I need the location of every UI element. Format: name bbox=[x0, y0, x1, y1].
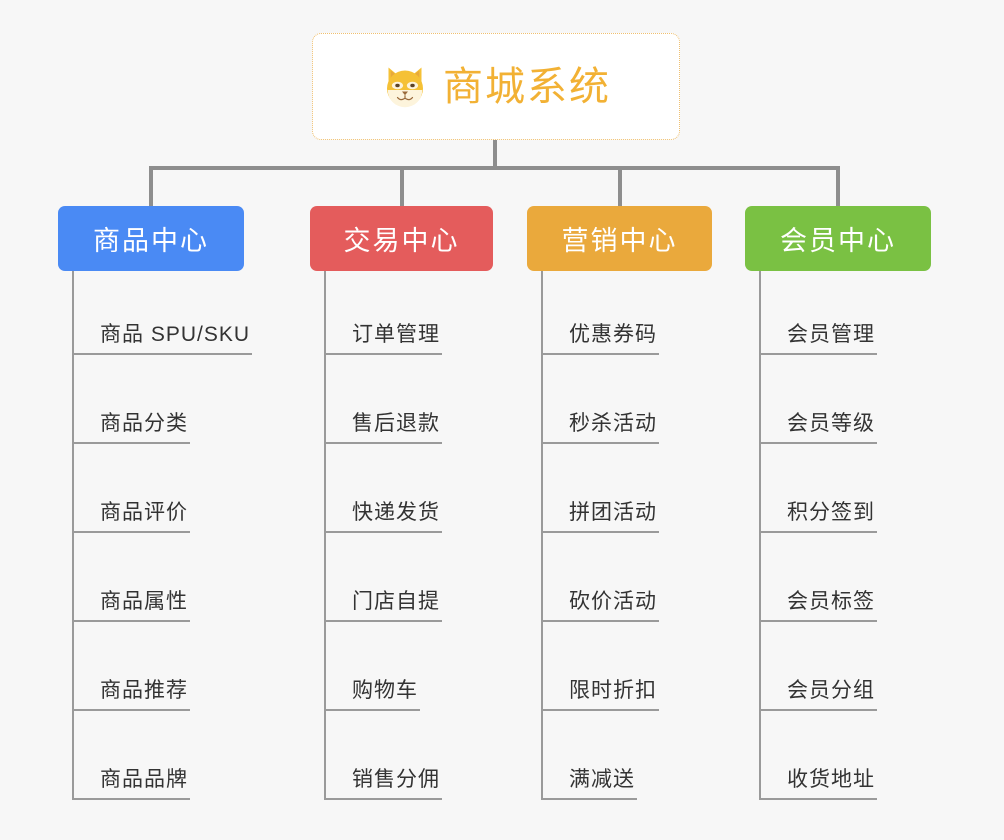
leaf-label: 会员标签 bbox=[787, 590, 875, 613]
leaf-item[interactable]: 订单管理 bbox=[324, 271, 493, 355]
leaf-label: 砍价活动 bbox=[569, 590, 657, 613]
leaf-underline bbox=[541, 620, 659, 622]
leaf-item[interactable]: 拼团活动 bbox=[541, 444, 712, 533]
leaf-underline bbox=[72, 709, 190, 711]
leaf-label: 收货地址 bbox=[787, 768, 875, 791]
branch-column-3: 营销中心 优惠券码 秒杀活动 拼团活动 砍价活动 限时折扣 满减送 bbox=[527, 206, 712, 800]
leaf-label: 订单管理 bbox=[352, 323, 440, 346]
leaf-label: 售后退款 bbox=[352, 412, 440, 435]
branch-column-1: 商品中心 商品 SPU/SKU 商品分类 商品评价 商品属性 商品推荐 商品品牌 bbox=[58, 206, 252, 800]
leaf-underline bbox=[324, 709, 420, 711]
leaf-item[interactable]: 商品推荐 bbox=[72, 622, 244, 711]
leaf-underline bbox=[541, 353, 659, 355]
leaf-item[interactable]: 商品评价 bbox=[72, 444, 244, 533]
root-title: 商城系统 bbox=[443, 64, 611, 109]
branch-header-3[interactable]: 营销中心 bbox=[527, 206, 712, 271]
leaf-item[interactable]: 商品品牌 bbox=[72, 711, 244, 800]
leaf-underline bbox=[72, 531, 190, 533]
connector-horizontal-bar bbox=[149, 166, 839, 170]
leaf-label: 秒杀活动 bbox=[569, 412, 657, 435]
leaf-item[interactable]: 商品分类 bbox=[72, 355, 244, 444]
connector-root-stem bbox=[493, 140, 497, 168]
root-node[interactable]: 商城系统 bbox=[312, 33, 680, 140]
branch-items-3: 优惠券码 秒杀活动 拼团活动 砍价活动 限时折扣 满减送 bbox=[541, 271, 712, 800]
leaf-underline bbox=[541, 442, 659, 444]
branch-items-1: 商品 SPU/SKU 商品分类 商品评价 商品属性 商品推荐 商品品牌 bbox=[72, 271, 252, 800]
leaf-label: 会员管理 bbox=[787, 323, 875, 346]
leaf-underline bbox=[324, 798, 442, 800]
leaf-item[interactable]: 快递发货 bbox=[324, 444, 493, 533]
leaf-label: 拼团活动 bbox=[569, 501, 657, 524]
leaf-underline bbox=[324, 531, 442, 533]
leaf-label: 积分签到 bbox=[787, 501, 875, 524]
branch-header-4[interactable]: 会员中心 bbox=[745, 206, 931, 271]
connector-drop-3 bbox=[618, 166, 622, 206]
connector-drop-4 bbox=[836, 166, 840, 206]
leaf-underline bbox=[324, 620, 442, 622]
leaf-item[interactable]: 收货地址 bbox=[759, 711, 931, 800]
leaf-label: 快递发货 bbox=[352, 501, 440, 524]
leaf-underline bbox=[541, 709, 659, 711]
leaf-label: 商品 SPU/SKU bbox=[100, 323, 251, 346]
leaf-item[interactable]: 满减送 bbox=[541, 711, 712, 800]
branch-items-4: 会员管理 会员等级 积分签到 会员标签 会员分组 收货地址 bbox=[759, 271, 931, 800]
leaf-label: 销售分佣 bbox=[352, 768, 440, 791]
leaf-label: 满减送 bbox=[569, 768, 635, 791]
leaf-item[interactable]: 会员分组 bbox=[759, 622, 931, 711]
leaf-underline bbox=[541, 798, 637, 800]
leaf-underline bbox=[72, 620, 190, 622]
leaf-underline bbox=[324, 353, 442, 355]
branch-column-4: 会员中心 会员管理 会员等级 积分签到 会员标签 会员分组 收货地址 bbox=[745, 206, 931, 800]
branch-column-2: 交易中心 订单管理 售后退款 快递发货 门店自提 购物车 销售分佣 bbox=[310, 206, 493, 800]
branch-header-1[interactable]: 商品中心 bbox=[58, 206, 244, 271]
leaf-underline bbox=[324, 442, 442, 444]
leaf-label: 商品分类 bbox=[100, 412, 188, 435]
leaf-label: 限时折扣 bbox=[569, 679, 657, 702]
leaf-underline bbox=[72, 353, 252, 355]
connector-drop-2 bbox=[400, 166, 404, 206]
leaf-underline bbox=[759, 531, 877, 533]
leaf-label: 商品属性 bbox=[100, 590, 188, 613]
branch-items-2: 订单管理 售后退款 快递发货 门店自提 购物车 销售分佣 bbox=[324, 271, 493, 800]
leaf-label: 优惠券码 bbox=[569, 323, 657, 346]
leaf-label: 商品推荐 bbox=[100, 679, 188, 702]
leaf-label: 会员分组 bbox=[787, 679, 875, 702]
leaf-underline bbox=[759, 709, 877, 711]
leaf-underline bbox=[759, 353, 877, 355]
leaf-underline bbox=[72, 798, 190, 800]
leaf-label: 购物车 bbox=[352, 679, 418, 702]
leaf-item[interactable]: 积分签到 bbox=[759, 444, 931, 533]
leaf-item[interactable]: 砍价活动 bbox=[541, 533, 712, 622]
leaf-label: 商品品牌 bbox=[100, 768, 188, 791]
leaf-item[interactable]: 商品属性 bbox=[72, 533, 244, 622]
branch-header-2[interactable]: 交易中心 bbox=[310, 206, 493, 271]
leaf-item[interactable]: 售后退款 bbox=[324, 355, 493, 444]
leaf-label: 门店自提 bbox=[352, 590, 440, 613]
leaf-label: 会员等级 bbox=[787, 412, 875, 435]
leaf-item[interactable]: 门店自提 bbox=[324, 533, 493, 622]
leaf-underline bbox=[759, 620, 877, 622]
leaf-item[interactable]: 会员标签 bbox=[759, 533, 931, 622]
leaf-underline bbox=[72, 442, 190, 444]
leaf-item[interactable]: 销售分佣 bbox=[324, 711, 493, 800]
leaf-item[interactable]: 秒杀活动 bbox=[541, 355, 712, 444]
connector-drop-1 bbox=[149, 166, 153, 206]
leaf-underline bbox=[541, 531, 659, 533]
leaf-item[interactable]: 会员管理 bbox=[759, 271, 931, 355]
leaf-item[interactable]: 商品 SPU/SKU bbox=[72, 271, 252, 355]
leaf-item[interactable]: 会员等级 bbox=[759, 355, 931, 444]
leaf-item[interactable]: 优惠券码 bbox=[541, 271, 712, 355]
leaf-item[interactable]: 购物车 bbox=[324, 622, 493, 711]
shiba-dog-face-icon bbox=[387, 67, 423, 107]
leaf-item[interactable]: 限时折扣 bbox=[541, 622, 712, 711]
leaf-underline bbox=[759, 798, 877, 800]
leaf-label: 商品评价 bbox=[100, 501, 188, 524]
leaf-underline bbox=[759, 442, 877, 444]
